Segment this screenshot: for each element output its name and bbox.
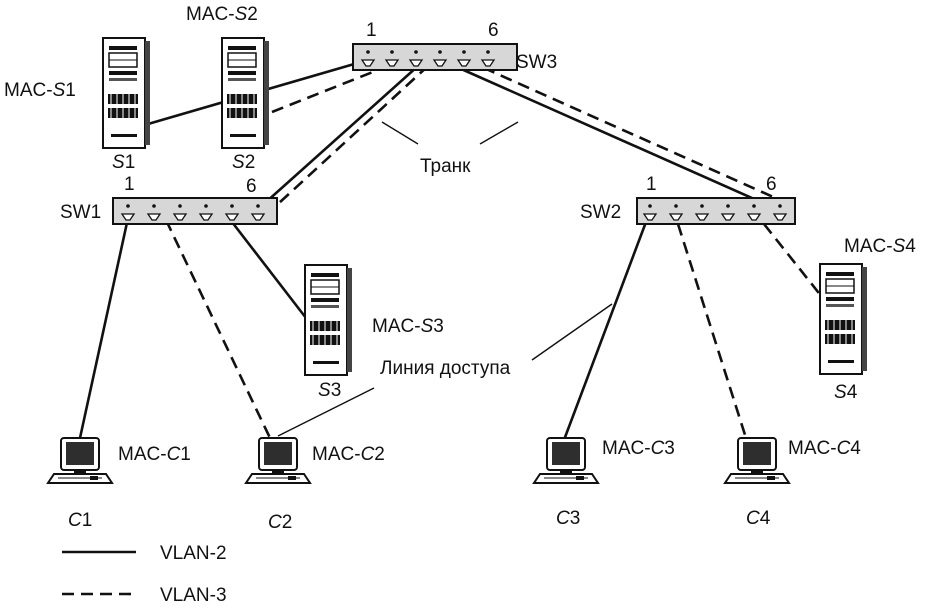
- client-c1-name: C1: [68, 510, 92, 531]
- mac-c3-label: MAC-C3: [602, 438, 675, 459]
- switch-sw3: [352, 43, 518, 71]
- access-line-label: Линия доступа: [380, 358, 511, 379]
- mac-s2-label: MAC-S2: [186, 4, 258, 25]
- mac-c4-label: MAC-C4: [788, 438, 861, 459]
- sw2-port-first: 1: [646, 174, 657, 195]
- server-s4-name: S4: [834, 382, 858, 403]
- trunk-sw1-sw3-b: [265, 65, 429, 216]
- link-sw2-s4: [762, 223, 828, 303]
- legend-dashed-label: VLAN-3: [160, 585, 227, 606]
- switch-sw3-body: [352, 43, 518, 71]
- sw1-name: SW1: [60, 202, 101, 223]
- mac-s1-label: MAC-S1: [4, 80, 76, 101]
- client-c1-icon: [47, 437, 113, 484]
- switch-sw2-body: [636, 197, 796, 225]
- trunk-sw1-sw3-a: [255, 65, 419, 212]
- link-sw1-s3: [230, 221, 308, 319]
- trunk-pointer-right: [479, 121, 519, 145]
- server-s1-name: S1: [112, 152, 135, 173]
- switch-sw1-ports: [120, 204, 266, 221]
- switch-sw3-ports: [360, 50, 496, 67]
- link-sw1-c2: [164, 219, 272, 439]
- links: [78, 58, 828, 441]
- legend-solid-label: VLAN-2: [160, 543, 227, 564]
- trunk-sw3-sw2-a: [449, 62, 771, 208]
- sw3-port-first: 1: [366, 20, 377, 41]
- sw1-port-first: 1: [124, 174, 135, 195]
- client-c3-name: C3: [556, 508, 580, 529]
- mac-s3-label: MAC-S3: [372, 316, 444, 337]
- link-sw2-c3: [562, 221, 648, 441]
- mac-c2-label: MAC-C2: [312, 444, 385, 465]
- switch-sw2: [636, 197, 796, 225]
- client-c4-name: C4: [746, 508, 771, 529]
- callout-lines: [277, 121, 613, 437]
- switch-sw1-body: [112, 197, 278, 225]
- link-sw1-c1: [78, 217, 130, 439]
- trunk-sw3-sw2-b: [465, 58, 781, 202]
- server-s4-icon: [819, 263, 868, 375]
- access-pointer-right: [531, 303, 613, 361]
- server-s2-name: S2: [232, 152, 255, 173]
- trunk-pointer-left: [381, 121, 419, 145]
- sw3-port-last: 6: [488, 20, 499, 41]
- mac-s4-label: MAC-S4: [844, 236, 916, 257]
- trunk-label: Транк: [420, 156, 471, 177]
- link-s2-sw3: [271, 62, 394, 114]
- client-c4-icon: [724, 437, 790, 484]
- switch-sw1: [112, 197, 278, 225]
- access-pointer-left: [277, 387, 375, 437]
- client-c2-name: C2: [268, 512, 292, 533]
- server-s3-icon: [304, 264, 353, 376]
- client-c3-icon: [533, 437, 599, 484]
- sw1-port-last: 6: [246, 176, 257, 197]
- sw2-name: SW2: [580, 202, 621, 223]
- link-sw2-c4: [676, 223, 748, 439]
- sw2-port-last: 6: [766, 174, 777, 195]
- mac-c1-label: MAC-C1: [118, 444, 191, 465]
- server-s2-icon: [221, 37, 270, 149]
- sw3-name: SW3: [516, 52, 557, 73]
- client-c2-icon: [245, 437, 311, 484]
- server-s1-icon: [102, 37, 151, 149]
- legend: VLAN-2 VLAN-3: [62, 543, 227, 606]
- server-s3-name: S3: [318, 380, 341, 401]
- switch-sw2-ports: [642, 204, 788, 221]
